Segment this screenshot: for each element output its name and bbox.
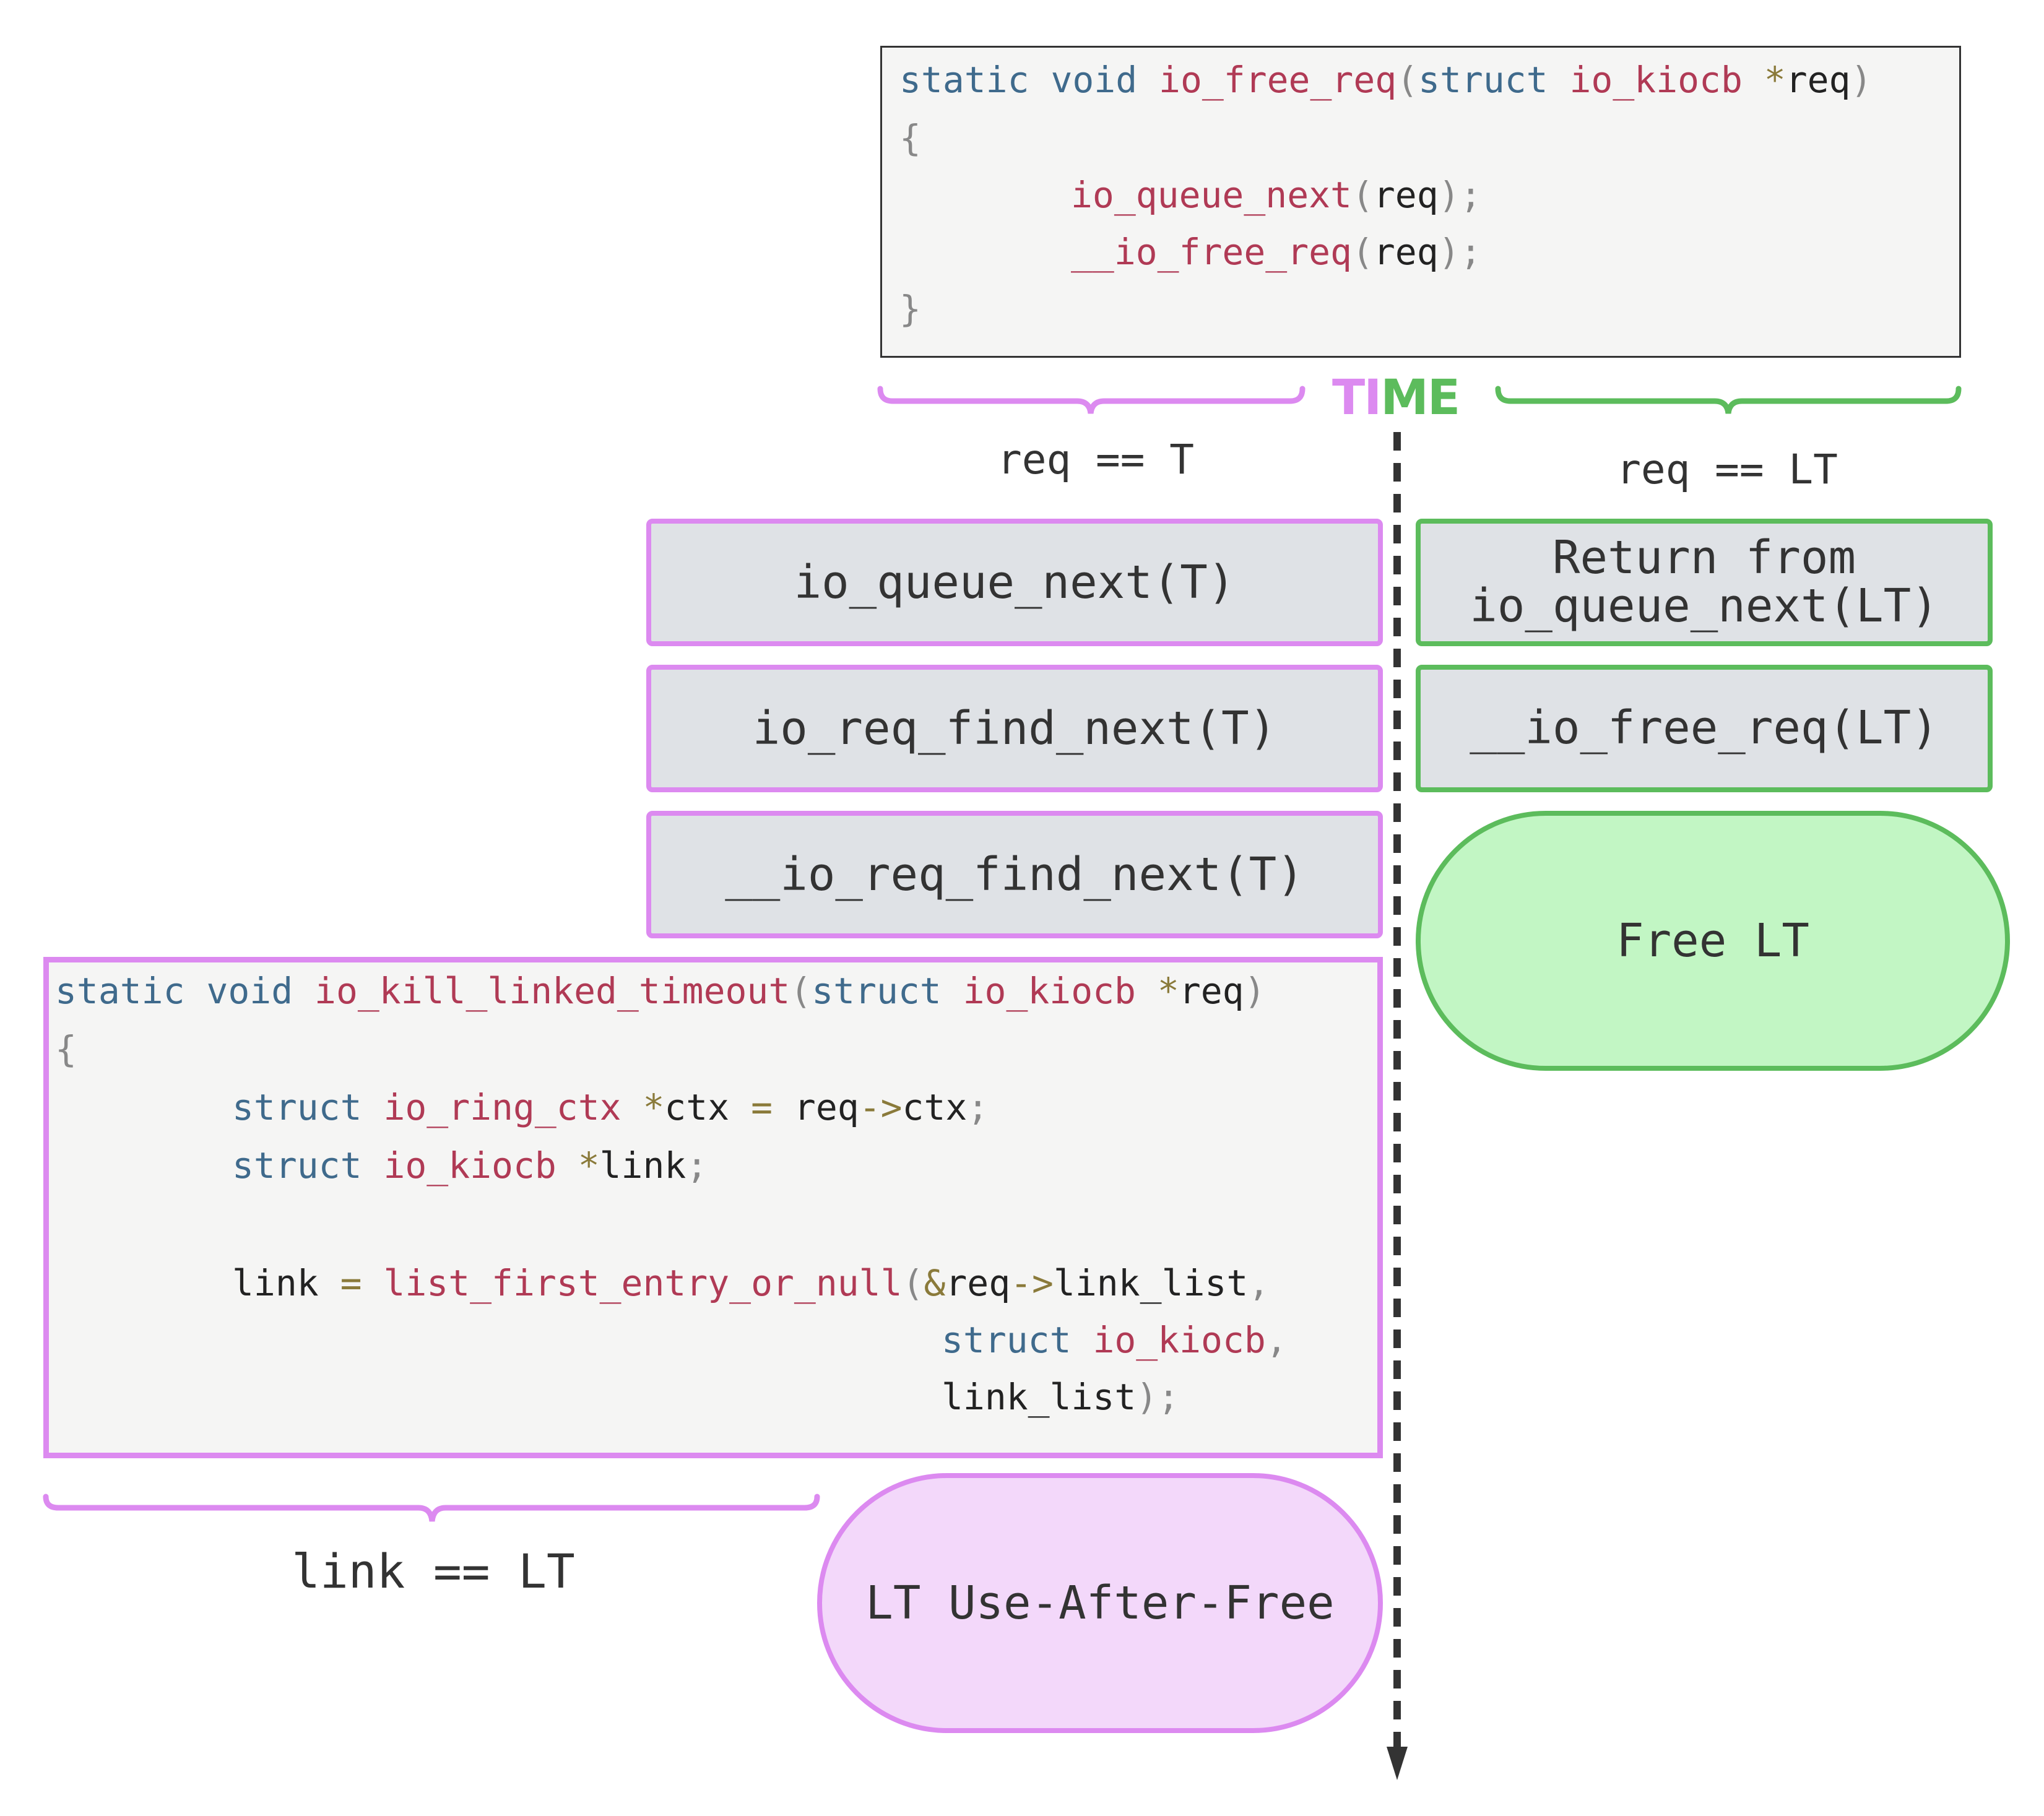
code-token: io_kiocb (1569, 59, 1743, 101)
time-label-left: TI (1332, 370, 1382, 426)
code-token: req (1785, 59, 1851, 101)
io-queue-next-t-box: io_queue_next(T) (646, 519, 1383, 646)
code-token: ctx (902, 1086, 968, 1128)
req-t-label: req == T (997, 436, 1194, 483)
code-token: , (1265, 1319, 1288, 1361)
time-axis-arrowhead (1387, 1747, 1408, 1780)
code-token: * (1157, 970, 1179, 1012)
code-token: -> (859, 1086, 903, 1128)
code-line-struct-arg: struct io_kiocb, (942, 1319, 1288, 1361)
code-token: req (1373, 174, 1439, 216)
code-token: ( (1397, 59, 1419, 101)
code-token: struct (232, 1086, 362, 1128)
req-lt-label: req == LT (1616, 446, 1838, 493)
code-token: io_free_req (1159, 59, 1397, 101)
io-req-find-next-t-box: io_req_find_next(T) (646, 665, 1383, 792)
code-token: * (643, 1086, 665, 1128)
code-token: io_kiocb (383, 1144, 556, 1187)
code-token: = (751, 1086, 773, 1128)
code-token: link_list (942, 1376, 1137, 1418)
code-line-link-decl: struct io_kiocb *link; (232, 1144, 708, 1187)
code-token: ( (1351, 231, 1374, 273)
code-line-ctx-decl: struct io_ring_ctx *ctx = req->ctx; (232, 1086, 989, 1128)
io-req-find-next-inner-t-box: __io_req_find_next(T) (646, 811, 1383, 938)
code-token: ); (1438, 174, 1482, 216)
code-token: io_ring_ctx (383, 1086, 621, 1128)
code-line-call2: __io_free_req(req); (1071, 231, 1481, 273)
code-token: ( (1351, 174, 1374, 216)
code-token: __io_free_req (1071, 231, 1352, 273)
code-token: req (1373, 231, 1439, 273)
code-token: -> (1010, 1262, 1054, 1304)
link-lt-label: link == LT (292, 1544, 575, 1599)
return-from-line: Return from (1552, 531, 1856, 585)
code-token: , (1248, 1262, 1270, 1304)
code-token: void (206, 970, 293, 1012)
code-token: ) (1850, 59, 1873, 101)
code-token: list_first_entry_or_null (383, 1262, 903, 1304)
io-free-req-lt-box: __io_free_req(LT) (1416, 665, 1993, 792)
code-token: struct (1418, 59, 1548, 101)
code-token: * (578, 1144, 600, 1187)
code-token: * (1764, 59, 1786, 101)
code-token: ( (790, 970, 812, 1012)
io-kill-linked-timeout-code-block: static void io_kill_linked_timeout(struc… (43, 957, 1383, 1458)
code-token: ; (686, 1144, 708, 1187)
code-token: static (899, 59, 1029, 101)
code-token: struct (232, 1144, 362, 1187)
code-token: ) (1244, 970, 1266, 1012)
right-top-brace (1495, 386, 1962, 414)
link-brace (43, 1494, 820, 1522)
time-label-right: ME (1380, 370, 1460, 426)
code-token: static (55, 970, 185, 1012)
code-line-brace-open: { (55, 1028, 77, 1070)
code-line-link-assign: link = list_first_entry_or_null(&req->li… (232, 1262, 1270, 1304)
code-line-signature: static void io_kill_linked_timeout(struc… (55, 970, 1266, 1012)
code-token: void (1050, 59, 1138, 101)
code-token: io_kill_linked_timeout (314, 970, 790, 1012)
code-line-call1: io_queue_next(req); (1071, 174, 1481, 216)
code-token: = (340, 1262, 362, 1304)
code-token: io_kiocb (963, 970, 1136, 1012)
code-token: ; (967, 1086, 989, 1128)
code-token: link (599, 1144, 686, 1187)
code-token: link (232, 1262, 319, 1304)
io-queue-next-lt-line: io_queue_next(LT) (1470, 579, 1939, 633)
code-token: & (924, 1262, 946, 1304)
code-token: ctx (664, 1086, 730, 1128)
code-line-signature: static void io_free_req(struct io_kiocb … (899, 59, 1872, 101)
lt-use-after-free-pill: LT Use-After-Free (817, 1473, 1383, 1733)
code-token: ( (902, 1262, 924, 1304)
code-token: io_kiocb (1093, 1319, 1266, 1361)
code-token: req (794, 1086, 859, 1128)
left-top-brace (877, 386, 1306, 414)
code-token: struct (812, 970, 942, 1012)
code-token: ); (1438, 231, 1482, 273)
code-token: struct (942, 1319, 1072, 1361)
io-free-req-code-block: static void io_free_req(struct io_kiocb … (880, 46, 1961, 358)
code-token: io_queue_next (1071, 174, 1352, 216)
free-lt-pill: Free LT (1416, 811, 2010, 1071)
code-token: ); (1136, 1376, 1180, 1418)
code-line-brace-close: } (899, 288, 921, 330)
code-token: req (1179, 970, 1244, 1012)
code-line-member-arg: link_list); (942, 1376, 1179, 1418)
code-token: req (945, 1262, 1011, 1304)
time-label: TIME (1332, 370, 1462, 426)
return-from-io-queue-next-lt-box: Return from io_queue_next(LT) (1416, 519, 1993, 646)
code-line-brace-open: { (899, 117, 921, 159)
code-token: link_list (1053, 1262, 1249, 1304)
